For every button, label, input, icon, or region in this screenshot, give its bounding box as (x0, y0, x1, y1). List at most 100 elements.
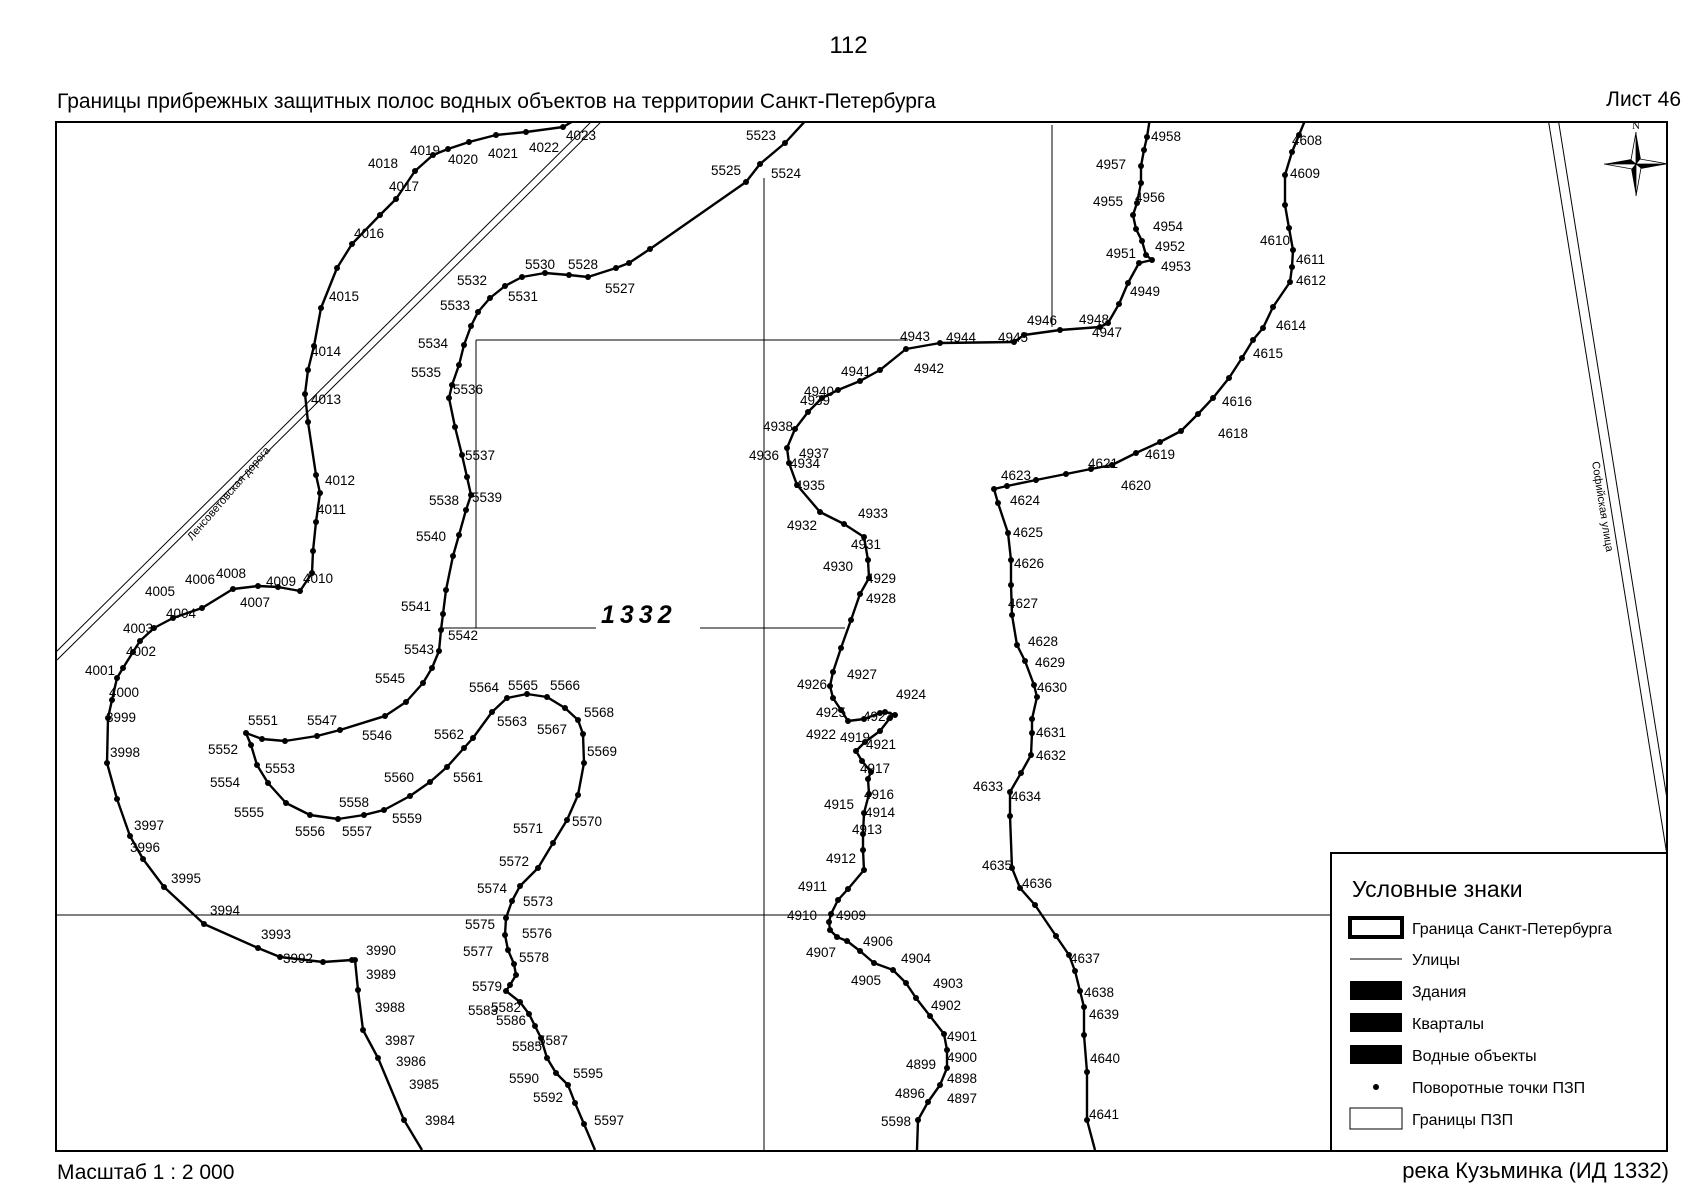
turning-point (944, 1065, 950, 1071)
turning-point (862, 739, 868, 745)
turning-point (834, 934, 840, 940)
turning-point (903, 980, 909, 986)
turning-point (1138, 180, 1144, 186)
turning-point (566, 272, 572, 278)
point-label: 3990 (366, 943, 396, 958)
point-label: 4610 (1260, 233, 1290, 248)
point-label: 4914 (865, 805, 896, 820)
turning-point (1014, 642, 1020, 648)
point-label: 4901 (947, 1029, 977, 1044)
point-label: 5574 (477, 881, 508, 896)
turning-point (466, 139, 472, 145)
turning-point (464, 474, 470, 480)
turning-point (1125, 280, 1131, 286)
turning-point (456, 532, 462, 538)
point-label: 4005 (145, 584, 175, 599)
map-title: Границы прибрежных защитных полос водных… (57, 90, 936, 113)
turning-point (255, 583, 261, 589)
legend-title: Условные знаки (1352, 876, 1523, 902)
turning-point (463, 507, 469, 513)
turning-point (311, 343, 317, 349)
turning-point (461, 342, 467, 348)
legend-symbol-pzp-borders (1349, 1107, 1403, 1130)
point-label: 4631 (1036, 725, 1066, 740)
point-label: 3985 (409, 1077, 439, 1092)
point-label: 4623 (1001, 468, 1031, 483)
turning-point (302, 391, 308, 397)
turning-point (857, 948, 863, 954)
turning-point (1138, 163, 1144, 169)
turning-point (1260, 325, 1266, 331)
point-label: 5590 (509, 1071, 539, 1086)
point-label: 4953 (1161, 259, 1191, 274)
turning-point (937, 340, 943, 346)
turning-point (1066, 952, 1072, 958)
point-label: 5531 (508, 289, 538, 304)
turning-point (1004, 483, 1010, 489)
legend-item-label: Границы ПЗП (1412, 1112, 1513, 1129)
turning-point (230, 586, 236, 592)
turning-point (892, 712, 898, 718)
point-label: 4928 (866, 591, 896, 606)
turning-point (335, 816, 341, 822)
point-label: 4636 (1022, 876, 1052, 891)
point-label: 5563 (497, 714, 527, 729)
point-label: 5570 (572, 814, 602, 829)
turning-point (1077, 988, 1083, 994)
turning-point (201, 921, 207, 927)
point-label: 4898 (947, 1071, 977, 1086)
turning-point (1133, 450, 1139, 456)
turning-point (861, 810, 867, 816)
turning-point (871, 960, 877, 966)
turning-point (254, 762, 260, 768)
point-label: 5553 (265, 761, 295, 776)
point-label: 4013 (311, 392, 341, 407)
point-label: 5585 (512, 1039, 542, 1054)
point-label: 4018 (368, 156, 398, 171)
turning-point (456, 362, 462, 368)
turning-point (519, 274, 525, 280)
point-label: 4007 (240, 595, 270, 610)
point-label: 4925 (816, 705, 846, 720)
turning-point (393, 196, 399, 202)
turning-point (523, 129, 529, 135)
turning-point (317, 490, 323, 496)
point-label: 5572 (499, 854, 529, 869)
point-label: 4627 (1008, 596, 1038, 611)
turning-point (1084, 1069, 1090, 1075)
point-label: 4907 (806, 945, 836, 960)
turning-point (828, 911, 834, 917)
legend-item-label: Здания (1412, 984, 1466, 1001)
point-label: 3997 (134, 818, 164, 833)
point-label: 4955 (1093, 194, 1123, 209)
point-label: 5597 (594, 1113, 624, 1128)
turning-point (140, 856, 146, 862)
turning-point (861, 534, 867, 540)
point-label: 4637 (1070, 951, 1100, 966)
point-label: 4956 (1135, 190, 1165, 205)
turning-point (784, 445, 790, 451)
point-label: 5587 (538, 1033, 568, 1048)
pzp-boundary-line (105, 122, 574, 1151)
point-label: 5532 (457, 273, 487, 288)
point-label: 4900 (947, 1050, 977, 1065)
turning-point (544, 1055, 550, 1061)
turning-point (444, 764, 450, 770)
turning-point (377, 212, 383, 218)
legend-box (1330, 852, 1668, 1152)
turning-point (507, 982, 513, 988)
point-label: 4612 (1296, 273, 1326, 288)
turning-point (1009, 612, 1015, 618)
turning-point (1034, 694, 1040, 700)
legend-item-label: Граница Санкт-Петербурга (1412, 921, 1612, 938)
turning-point (1290, 247, 1296, 253)
point-label: 4010 (303, 571, 333, 586)
point-label: 4625 (1013, 525, 1043, 540)
point-label: 4609 (1290, 166, 1320, 181)
turning-point (819, 395, 825, 401)
point-label: 4003 (123, 621, 153, 636)
point-label: 4917 (860, 761, 890, 776)
turning-point (105, 715, 111, 721)
turning-point (1097, 324, 1103, 330)
